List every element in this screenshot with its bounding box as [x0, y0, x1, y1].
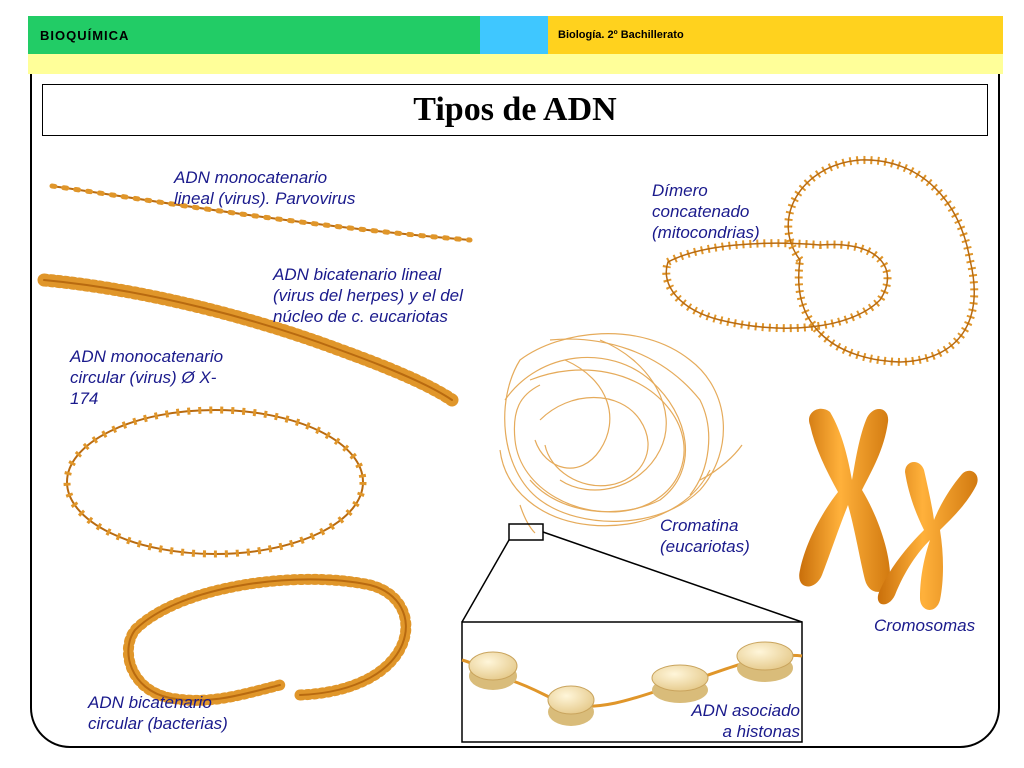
label-ss-circular-line3: 174	[70, 389, 99, 408]
label-ds-linear: ADN bicatenario lineal (virus del herpes…	[273, 264, 463, 327]
header-blue-band	[480, 16, 548, 54]
label-dimer-line3: (mitocondrias)	[652, 223, 760, 242]
ds-linear-dna-illustration	[37, 273, 459, 407]
ds-circular-dna-illustration	[122, 573, 412, 706]
label-ss-linear-line2: lineal (virus). Parvovirus	[174, 189, 356, 208]
label-ss-linear: ADN monocatenario lineal (virus). Parvov…	[174, 167, 355, 209]
zoom-line-left	[461, 539, 510, 623]
title-box: Tipos de ADN	[42, 84, 988, 136]
label-ds-linear-line3: núcleo de c. eucariotas	[273, 307, 448, 326]
label-ss-circular-line2: circular (virus) Ø X-	[70, 368, 217, 387]
label-chromatin: Cromatina (eucariotas)	[660, 515, 750, 557]
label-ds-circular-line2: circular (bacterias)	[88, 714, 228, 733]
histone-2	[547, 685, 595, 726]
label-dimer: Dímero concatenado (mitocondrias)	[652, 180, 760, 243]
label-chromatin-line1: Cromatina	[660, 516, 739, 535]
chromosome-large	[799, 408, 890, 592]
label-chromosomes: Cromosomas	[874, 615, 975, 636]
label-dimer-line2: concatenado	[652, 202, 750, 221]
histone-inset	[461, 621, 803, 743]
label-ds-linear-line1: ADN bicatenario lineal	[273, 265, 442, 284]
label-ss-circular-line1: ADN monocatenario	[70, 347, 224, 366]
header-subbar	[28, 54, 1003, 74]
label-histones-line1: ADN asociado	[691, 701, 800, 720]
slide-frame	[30, 74, 1000, 748]
label-ss-linear-line1: ADN monocatenario	[174, 168, 328, 187]
label-ds-linear-line2: (virus del herpes) y el del	[273, 286, 463, 305]
header-subject: BIOQUÍMICA	[40, 28, 130, 43]
dimer-dna-illustration	[662, 155, 979, 367]
label-histones-line2: a histonas	[722, 722, 801, 741]
header-bar: BIOQUÍMICA Biología. 2º Bachillerato	[28, 16, 1003, 54]
header-course: Biología. 2º Bachillerato	[558, 29, 684, 41]
label-chromosomes-line1: Cromosomas	[874, 616, 976, 635]
histone-1	[468, 651, 518, 690]
chromatin-illustration	[499, 333, 743, 534]
ss-linear-dna-illustration	[49, 183, 473, 243]
label-chromatin-line2: (eucariotas)	[660, 537, 750, 556]
label-dimer-line1: Dímero	[652, 181, 708, 200]
label-histones: ADN asociado a histonas	[672, 700, 800, 742]
ss-circular-dna-illustration	[63, 406, 367, 558]
page-title: Tipos de ADN	[413, 91, 617, 128]
chromatin-zoom-box	[508, 523, 544, 541]
zoom-line-right	[542, 531, 803, 623]
chromosome-small	[877, 461, 978, 610]
histone-3	[651, 664, 709, 703]
label-ds-circular: ADN bicatenario circular (bacterias)	[88, 692, 228, 734]
label-ss-circular: ADN monocatenario circular (virus) Ø X- …	[70, 346, 223, 409]
header-yellow-band	[548, 16, 1003, 54]
histone-4	[736, 641, 794, 682]
label-ds-circular-line1: ADN bicatenario	[88, 693, 212, 712]
header-green-band	[28, 16, 480, 54]
